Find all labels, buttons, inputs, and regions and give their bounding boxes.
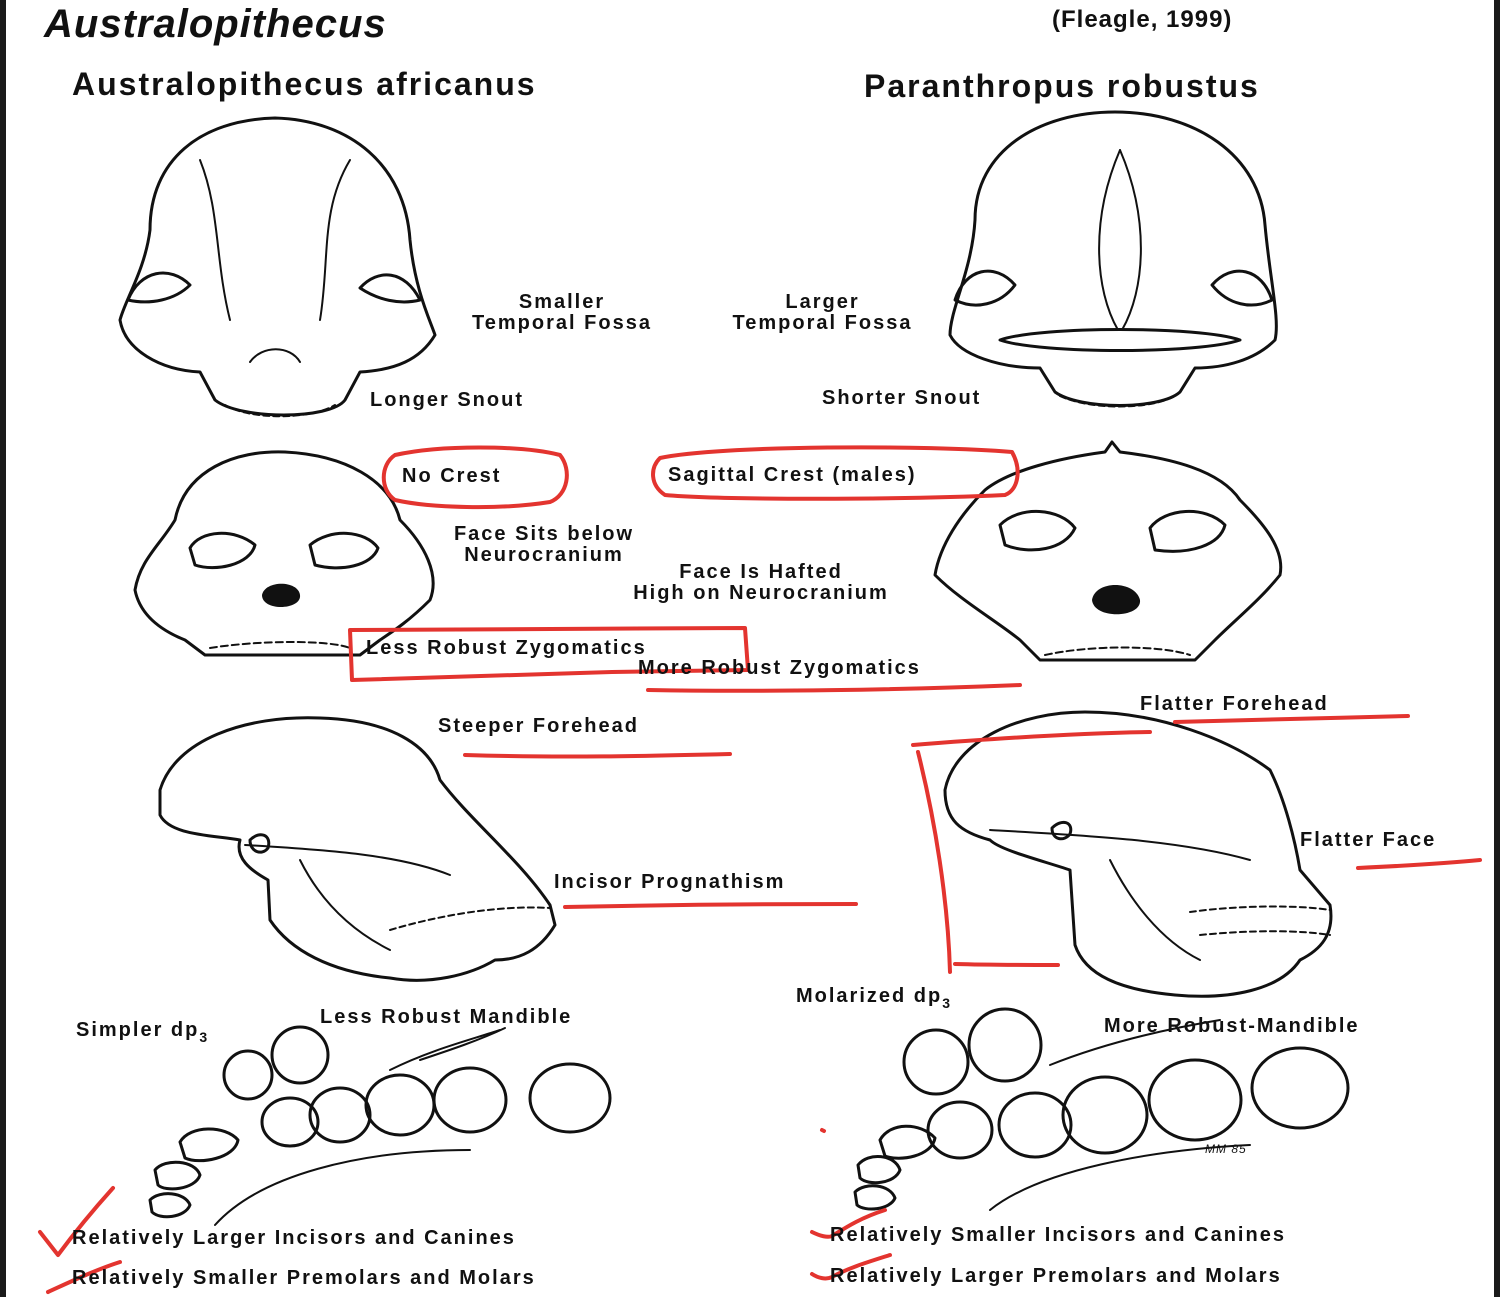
robustus-skull-top-view — [948, 110, 1278, 408]
flatter-forehead-label: Flatter Forehead — [1140, 693, 1329, 715]
simpler-dp-label: Simpler dp3 — [76, 1020, 207, 1048]
right-incisors-caption: Relatively Smaller Incisors and Canines — [830, 1224, 1286, 1246]
right-checkmark-2 — [810, 1253, 892, 1281]
species-right-heading: Paranthropus robustus — [864, 68, 1260, 104]
less-robust-mandible-label: Less Robust Mandible — [320, 1006, 573, 1028]
label-line: Temporal Fossa — [732, 312, 913, 334]
left-molars-caption: Relatively Smaller Premolars and Molars — [72, 1267, 536, 1289]
flatter-face-underline — [1356, 858, 1482, 870]
sagittal-crest-circle — [651, 445, 1020, 501]
africanus-skull-top-view — [118, 116, 437, 418]
label-line: Face Sits below — [453, 523, 635, 545]
incisor-prognathism-label: Incisor Prognathism — [554, 871, 786, 893]
flatter-forehead-underline — [1173, 714, 1410, 724]
no-crest-circle — [381, 445, 569, 510]
label-line: Larger — [785, 291, 860, 313]
subscript: 3 — [199, 1029, 208, 1045]
label-line: Face Is Hafted — [679, 561, 843, 583]
red-annotations — [38, 445, 1482, 1294]
molarized-dp-label: Molarized dp3 — [796, 986, 950, 1014]
label-line: Smaller — [518, 291, 606, 313]
robustus-skull-side-view — [943, 710, 1333, 998]
label-line: Neurocranium — [464, 544, 624, 566]
steeper-forehead-label: Steeper Forehead — [438, 715, 639, 737]
face-sits-below-label: Face Sits below Neurocranium — [414, 524, 674, 566]
label-line: High on Neurocranium — [633, 582, 889, 604]
africanus-skull-side-view — [158, 716, 557, 982]
sagittal-crest-label: Sagittal Crest (males) — [668, 464, 917, 486]
left-incisors-caption: Relatively Larger Incisors and Canines — [72, 1227, 516, 1249]
more-robust-mandible-label: More Robust-Mandible — [1104, 1015, 1360, 1037]
more-robust-zygomatics-label: More Robust Zygomatics — [638, 657, 921, 679]
no-crest-label: No Crest — [402, 465, 502, 487]
robustus-tooth-row — [853, 1007, 1350, 1211]
robustus-skull-front-view — [933, 440, 1283, 662]
right-checkmark-1 — [810, 1208, 887, 1239]
smaller-temporal-fossa-label: Smaller Temporal Fossa — [442, 292, 682, 334]
label-line: Temporal Fossa — [472, 312, 652, 334]
flatter-face-label: Flatter Face — [1300, 829, 1437, 851]
stray-mark — [820, 1128, 826, 1133]
species-left-heading: Australopithecus africanus — [72, 66, 537, 102]
africanus-skull-front-view — [133, 450, 435, 657]
left-checkmark-1 — [38, 1186, 115, 1257]
right-molars-caption: Relatively Larger Premolars and Molars — [830, 1265, 1282, 1287]
longer-snout-label: Longer Snout — [370, 389, 524, 411]
citation: (Fleagle, 1999) — [1052, 6, 1233, 33]
less-robust-zygomatics-label: Less Robust Zygomatics — [366, 637, 647, 659]
page-title: Australopithecus — [44, 2, 387, 46]
more-robust-zygomatics-underline — [646, 683, 1022, 693]
larger-temporal-fossa-label: Larger Temporal Fossa — [700, 292, 945, 334]
steeper-forehead-underline — [463, 752, 732, 759]
africanus-tooth-row — [148, 1025, 612, 1226]
label-text: Simpler dp — [76, 1019, 200, 1041]
incisor-prognathism-underline — [563, 902, 858, 909]
forehead-bracket — [911, 730, 1152, 974]
label-text: Molarized dp — [796, 985, 943, 1007]
artist-signature: MM 85 — [1205, 1142, 1247, 1156]
face-hafted-label: Face Is Hafted High on Neurocranium — [596, 562, 926, 604]
subscript: 3 — [942, 995, 951, 1011]
zygomatics-box — [348, 626, 750, 682]
left-checkmark-2 — [46, 1260, 122, 1294]
shorter-snout-label: Shorter Snout — [822, 387, 982, 409]
